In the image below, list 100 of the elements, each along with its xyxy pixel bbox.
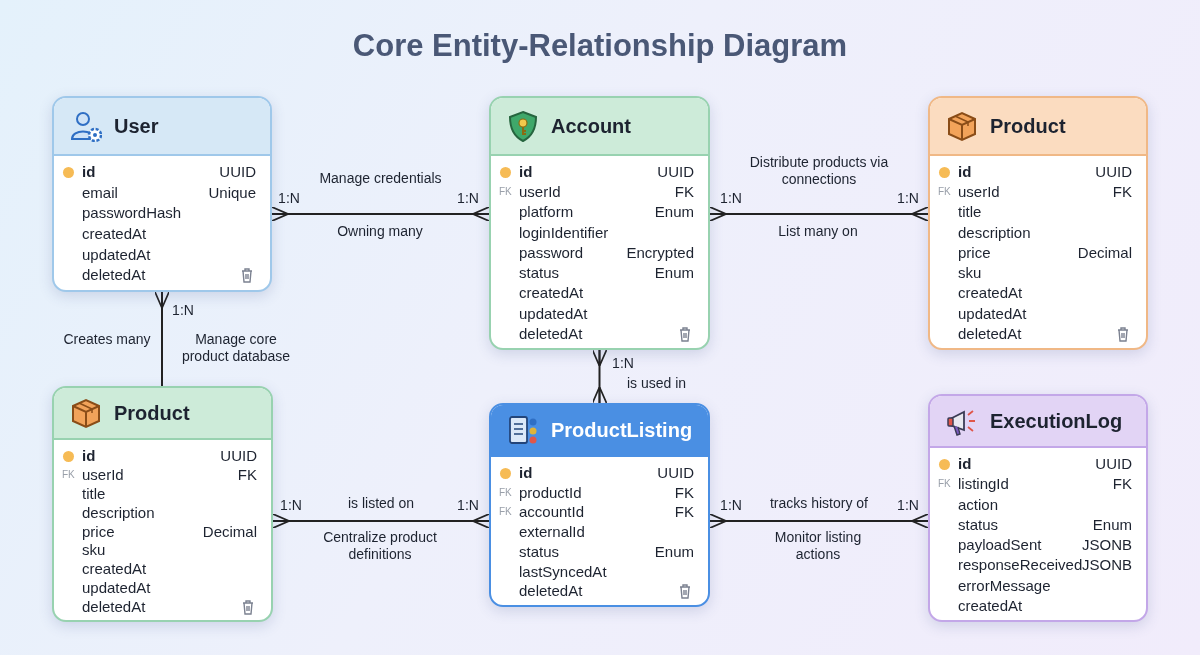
- field-type: UUID: [220, 446, 257, 466]
- field-name: description: [958, 222, 1031, 243]
- field-name: title: [82, 483, 106, 504]
- field-type: UUID: [1095, 162, 1132, 182]
- relationship-line: [272, 513, 490, 529]
- field-name: accountId: [519, 502, 585, 523]
- field-name: createdAt: [519, 283, 584, 304]
- field-name: updatedAt: [519, 303, 588, 324]
- table-title: ProductListing: [551, 418, 693, 442]
- field-name: id: [958, 162, 972, 182]
- relationship-note: Owning many: [337, 223, 423, 240]
- field-name: loginIdentifier: [519, 222, 609, 243]
- field-name: id: [82, 162, 96, 182]
- edge-label: is listed on: [347, 495, 415, 512]
- field-name: price: [82, 521, 115, 542]
- edge-label: is used in: [626, 374, 687, 392]
- field-name: sku: [82, 540, 106, 561]
- field-name: price: [958, 242, 991, 263]
- field-name: platform: [519, 202, 574, 223]
- field-type: Enum: [654, 263, 694, 284]
- field-name: deletedAt: [958, 323, 1022, 344]
- relationship-note: Monitor listing actions: [773, 529, 863, 563]
- field-name: deletedAt: [82, 597, 146, 618]
- entity-table: [52, 386, 273, 622]
- field-name: createdAt: [82, 224, 147, 244]
- relationship-note: List many on: [778, 223, 858, 240]
- field-type: FK: [1112, 182, 1132, 203]
- field-name: title: [958, 202, 982, 223]
- table-title: User: [114, 114, 159, 138]
- field-name: email: [82, 182, 118, 203]
- field-type: Unique: [208, 182, 256, 203]
- table-title: ExecutionLog: [990, 409, 1123, 433]
- relationship-note: Centralize product definitions: [322, 529, 438, 563]
- field-name: updatedAt: [82, 244, 151, 265]
- field-name: action: [958, 494, 999, 515]
- field-type: FK: [237, 464, 257, 485]
- edge-label: Creates many: [63, 331, 151, 348]
- edge-label: Distribute products via connections: [749, 154, 889, 188]
- field-type: FK: [674, 502, 694, 523]
- field-name: createdAt: [958, 595, 1023, 616]
- field-name: userId: [82, 464, 124, 485]
- field-name: passwordHash: [82, 203, 182, 224]
- entity-table: [489, 96, 710, 350]
- field-name: deletedAt: [519, 323, 583, 344]
- field-type: UUID: [1095, 454, 1132, 474]
- field-name: description: [82, 502, 155, 523]
- relationship-line: [154, 291, 170, 387]
- entity-table: [928, 96, 1148, 350]
- cardinality-label: 1:N: [172, 302, 194, 319]
- field-type: Decimal: [202, 521, 257, 542]
- field-type: UUID: [657, 463, 694, 483]
- cardinality-label: 1:N: [720, 190, 742, 207]
- foreign-key-tag: FK: [499, 182, 512, 203]
- field-type: FK: [674, 182, 694, 203]
- cardinality-label: 1:N: [897, 497, 919, 514]
- field-name: createdAt: [82, 559, 147, 580]
- field-name: id: [519, 463, 533, 483]
- field-type: Decimal: [1077, 242, 1132, 263]
- field-name: userId: [958, 182, 1000, 203]
- field-name: listingId: [958, 474, 1009, 495]
- foreign-key-tag: FK: [62, 464, 75, 485]
- field-name: errorMessage: [958, 575, 1051, 596]
- field-name: responseReceived: [958, 555, 1083, 576]
- field-name: updatedAt: [958, 303, 1027, 324]
- field-type: Enum: [654, 202, 694, 223]
- table-title: Account: [551, 114, 631, 138]
- relationship-line: [271, 206, 490, 222]
- field-name: password: [519, 242, 584, 263]
- field-name: id: [958, 454, 972, 474]
- field-type: UUID: [657, 162, 694, 182]
- field-name: sku: [958, 263, 982, 284]
- relationship-line: [709, 206, 929, 222]
- field-name: userId: [519, 182, 561, 203]
- cardinality-label: 1:N: [457, 497, 479, 514]
- field-type: JSONB: [1082, 535, 1132, 555]
- foreign-key-tag: FK: [499, 482, 512, 503]
- field-type: Enum: [654, 541, 694, 562]
- diagram-title: Core Entity-Relationship Diagram: [352, 28, 848, 63]
- cardinality-label: 1:N: [720, 497, 742, 514]
- field-name: status: [519, 263, 560, 284]
- entity-table: [928, 394, 1148, 622]
- field-name: id: [519, 162, 533, 182]
- relationship-note: Manage core product database: [180, 331, 292, 365]
- cardinality-label: 1:N: [278, 190, 300, 207]
- field-name: updatedAt: [82, 578, 151, 599]
- entity-table: [52, 96, 272, 292]
- field-name: id: [82, 446, 96, 466]
- table-title: Product: [990, 114, 1066, 138]
- foreign-key-tag: FK: [499, 502, 512, 523]
- cardinality-label: 1:N: [457, 190, 479, 207]
- field-name: productId: [519, 482, 582, 503]
- field-type: Encrypted: [626, 242, 694, 263]
- field-name: externalId: [519, 522, 585, 543]
- field-type: FK: [1112, 474, 1132, 495]
- field-type: UUID: [219, 162, 256, 182]
- field-type: JSONB: [1082, 555, 1132, 576]
- field-name: deletedAt: [82, 265, 146, 286]
- cardinality-label: 1:N: [280, 497, 302, 514]
- field-name: status: [519, 541, 560, 562]
- foreign-key-tag: FK: [938, 474, 951, 495]
